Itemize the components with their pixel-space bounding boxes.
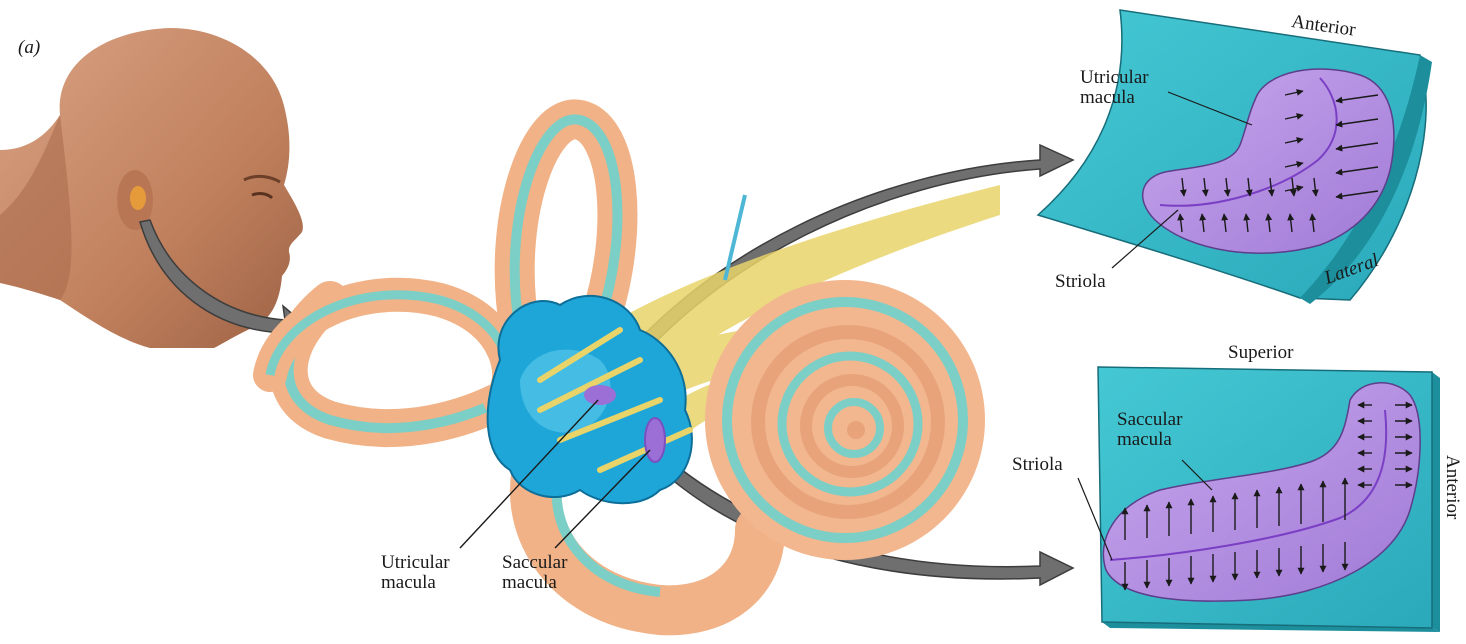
inner-ear-utricular-macula-label: Utricular macula xyxy=(381,553,450,593)
label-line-1: Saccular xyxy=(502,553,567,573)
label-line-2: macula xyxy=(381,573,450,593)
label-line-2: macula xyxy=(1117,430,1182,450)
saccule-detail xyxy=(1078,367,1440,632)
ear-canal-highlight xyxy=(130,186,146,210)
saccule-striola-label: Striola xyxy=(1012,455,1063,475)
label-line-1: Saccular xyxy=(1117,410,1182,430)
saccular-macula-spot xyxy=(645,418,665,462)
label-line-1: Utricular xyxy=(1080,68,1149,88)
label-line-1: Utricular xyxy=(381,553,450,573)
utricle-striola-label: Striola xyxy=(1055,272,1106,292)
label-line-2: macula xyxy=(1080,88,1149,108)
utricular-macula-spot xyxy=(584,385,616,405)
head-illustration xyxy=(0,28,303,348)
saccule-macula-label: Saccular macula xyxy=(1117,410,1182,450)
cochlea xyxy=(705,280,985,560)
saccule-anterior-label: Anterior xyxy=(1442,455,1462,519)
inner-ear-saccular-macula-label: Saccular macula xyxy=(502,553,567,593)
panel-label: (a) xyxy=(18,38,40,58)
saccule-sheet-edge xyxy=(1432,372,1440,632)
utricle-macula-label: Utricular macula xyxy=(1080,68,1149,108)
label-line-2: macula xyxy=(502,573,567,593)
saccule-superior-label: Superior xyxy=(1228,343,1293,363)
